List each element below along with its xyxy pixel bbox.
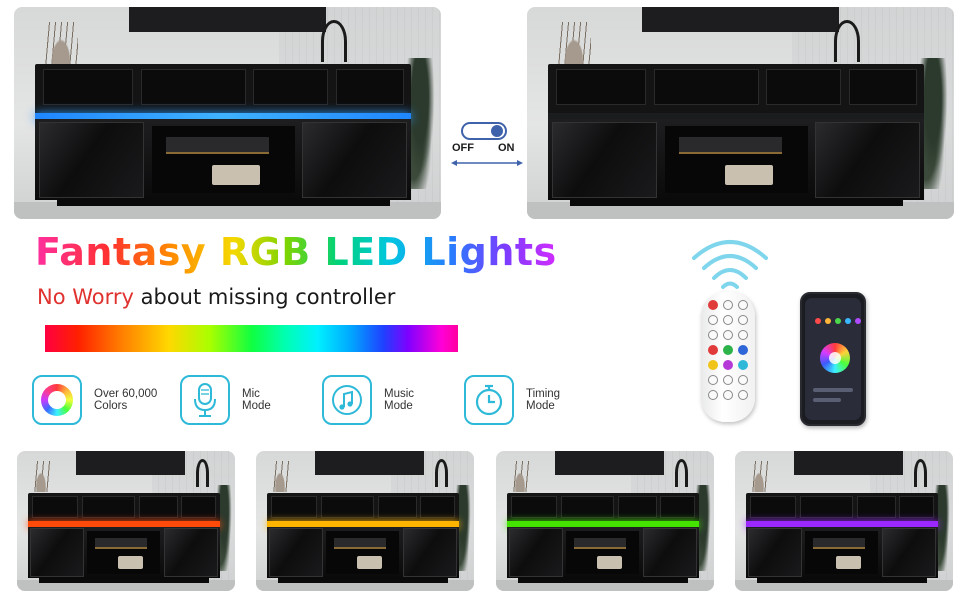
- feature-label: Mic Mode: [242, 388, 271, 412]
- feature-mic-mode: Mic Mode: [180, 374, 322, 426]
- wireless-signal-icon: [692, 240, 768, 289]
- remote-control-image: [701, 292, 755, 422]
- feature-label: Timing Mode: [526, 388, 561, 412]
- product-photo-red-light: [17, 451, 235, 591]
- headline: Fantasy RGB LED Lights: [35, 230, 557, 274]
- subtitle-rest: about missing controller: [133, 285, 396, 309]
- led-strip: [745, 521, 938, 528]
- on-off-toggle: OFF ON: [449, 118, 525, 170]
- feature-label: Over 60,000 Colors: [94, 388, 158, 412]
- toggle-switch-icon: [461, 122, 507, 140]
- toggle-off-label: OFF: [452, 142, 474, 154]
- product-photo-lights-on: [14, 7, 441, 219]
- product-photo-purple-light: [735, 451, 953, 591]
- feature-colors: Over 60,000 Colors: [32, 374, 174, 426]
- subtitle: No Worry about missing controller: [37, 285, 395, 309]
- color-spectrum-bar: [45, 325, 458, 352]
- subtitle-highlight: No Worry: [37, 285, 134, 309]
- double-arrow-icon: [451, 160, 523, 166]
- led-strip: [35, 113, 412, 122]
- led-strip: [506, 521, 699, 528]
- product-photo-yellow-light: [256, 451, 474, 591]
- feature-music-mode: Music Mode: [322, 374, 464, 426]
- led-strip: [548, 113, 925, 122]
- microphone-icon: [180, 375, 230, 425]
- color-ring-icon: [32, 375, 82, 425]
- led-strip: [266, 521, 459, 528]
- toggle-on-label: ON: [498, 142, 515, 154]
- product-photo-lights-off: [527, 7, 954, 219]
- timer-icon: [464, 375, 514, 425]
- color-wheel-icon: [820, 343, 850, 373]
- product-photo-green-light: [496, 451, 714, 591]
- music-note-icon: [322, 375, 372, 425]
- feature-label: Music Mode: [384, 388, 415, 412]
- smartphone-app-image: [800, 292, 866, 426]
- led-strip: [27, 521, 220, 528]
- feature-timing-mode: Timing Mode: [464, 374, 606, 426]
